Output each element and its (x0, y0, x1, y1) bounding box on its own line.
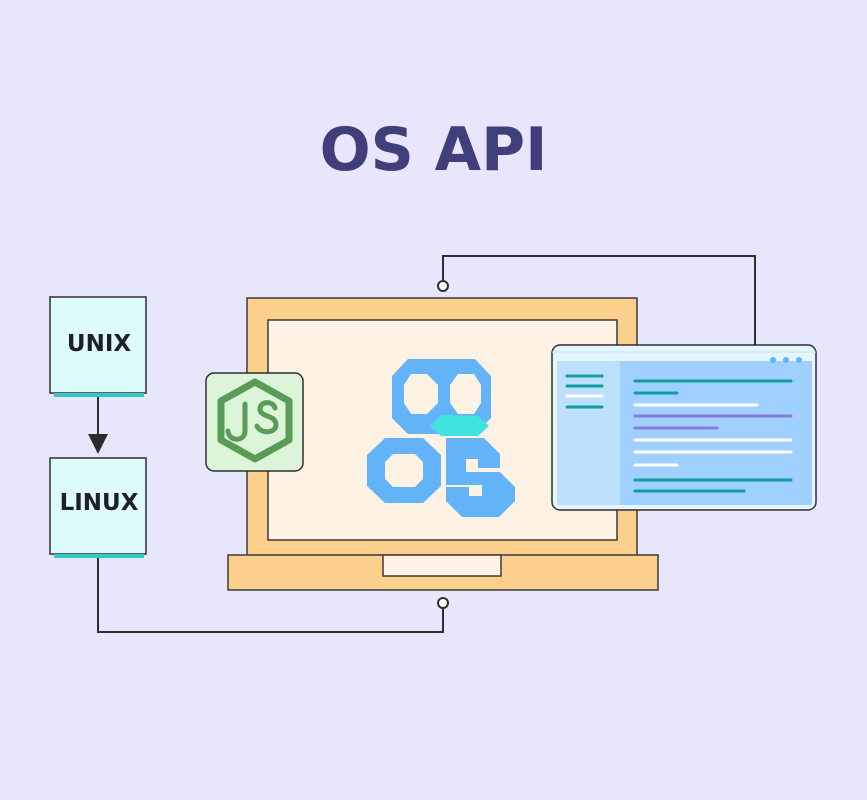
page-title: OS API (319, 115, 548, 185)
linux-to-laptop-connector (97, 554, 444, 633)
nodejs-logo-icon (205, 372, 304, 472)
unix-label: UNIX (66, 331, 132, 357)
linux-node-underline (54, 554, 144, 558)
unix-node-underline (54, 393, 144, 397)
linux-label: LINUX (59, 490, 139, 516)
top-connector-endpoint (437, 280, 449, 292)
laptop-to-window-connector (442, 255, 756, 345)
bottom-connector-endpoint (437, 597, 449, 609)
os-logo-icon (367, 359, 515, 517)
connector-lines (88, 255, 756, 633)
laptop-trackpad (382, 554, 502, 577)
unix-node (49, 296, 147, 397)
linux-node (49, 457, 147, 558)
browser-window-icon (551, 344, 817, 511)
